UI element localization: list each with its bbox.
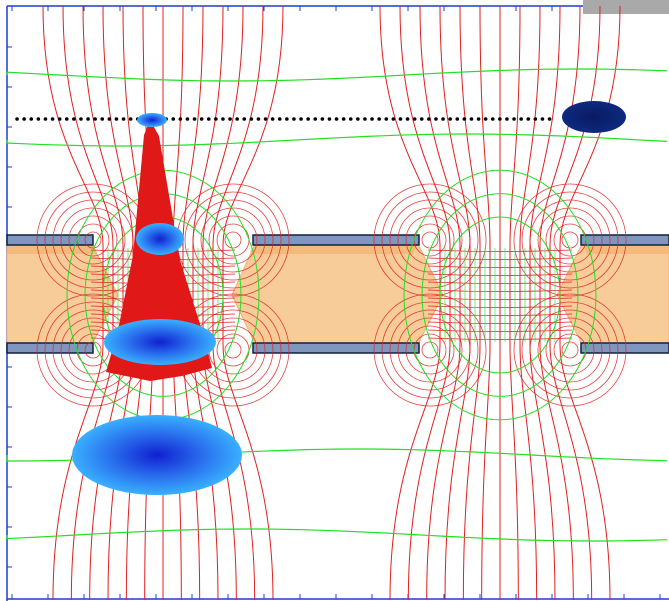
upper-electrode-right (580, 234, 669, 246)
edge-field-loop (52, 199, 134, 281)
hole-field-line (427, 281, 573, 284)
electron-cloud-large (72, 415, 242, 495)
edge-field-loop (397, 207, 463, 273)
edge-field-loop (389, 309, 471, 391)
upper-electrode-left (6, 234, 94, 246)
edge-field-loop (521, 301, 619, 399)
edge-field-loop (68, 215, 118, 265)
edge-field-loop (192, 199, 274, 281)
edge-field-loop (373, 293, 487, 407)
hole-field-line (427, 289, 573, 292)
edge-field-loop (84, 231, 102, 249)
edge-field-loop (381, 301, 479, 399)
electron-cloud-initial (137, 113, 167, 127)
edge-field-loop (405, 325, 455, 375)
equipotential-line (6, 133, 668, 147)
edge-field-loop (224, 231, 242, 249)
equipotential-ring (439, 216, 561, 374)
edge-field-loop (84, 341, 102, 359)
edge-field-loop (561, 231, 579, 249)
hole-field-line (427, 321, 573, 324)
field-line (399, 5, 451, 601)
field-line (509, 5, 521, 601)
field-line (479, 5, 491, 601)
ion-cloud (562, 101, 626, 133)
electron-cloud-small (136, 223, 184, 255)
edge-field-loop (513, 293, 627, 407)
edge-field-loop (200, 207, 266, 273)
electron-cloud-medium (104, 319, 216, 365)
edge-field-loop (513, 183, 627, 297)
edge-field-loop (561, 341, 579, 359)
upper-electrode-middle (252, 234, 420, 246)
dielectric-shade (7, 244, 669, 254)
hole-field-line (427, 273, 573, 276)
edge-field-loop (373, 183, 487, 297)
electrodes (6, 234, 669, 354)
edge-field-loop (60, 207, 126, 273)
edge-field-loop (224, 341, 242, 359)
edge-field-loop (529, 199, 611, 281)
edge-field-loop (405, 215, 455, 265)
edge-field-loop (421, 231, 439, 249)
field-line (212, 5, 264, 601)
hole-field-line (427, 249, 573, 252)
lower-electrode-right (580, 342, 669, 354)
edge-field-loop (545, 215, 595, 265)
equipotential-ring (403, 169, 597, 421)
edge-field-loop (184, 191, 282, 289)
edge-field-loop (397, 317, 463, 383)
edge-field-loop (421, 341, 439, 359)
lower-electrode-left (6, 342, 94, 354)
hole-field-line (427, 313, 573, 316)
edge-field-loop (389, 199, 471, 281)
equipotential-lines (6, 68, 668, 542)
equipotential-ring (421, 193, 579, 397)
equipotential-line (6, 68, 668, 82)
edge-field-loop (537, 207, 603, 273)
hole-field-line (427, 297, 573, 300)
field-line (62, 5, 114, 601)
equipotential-line (6, 528, 668, 542)
corner-patch (583, 0, 669, 14)
lower-electrode-middle (252, 342, 420, 354)
hole-field-line (427, 337, 573, 340)
edge-field-loop (381, 191, 479, 289)
edge-field-loop (521, 191, 619, 289)
edge-field-loop (529, 309, 611, 391)
edge-field-loop (545, 325, 595, 375)
hole-field-line (427, 265, 573, 268)
hole-field-line (427, 305, 573, 308)
edge-field-loop (537, 317, 603, 383)
edge-field-loop (208, 215, 258, 265)
